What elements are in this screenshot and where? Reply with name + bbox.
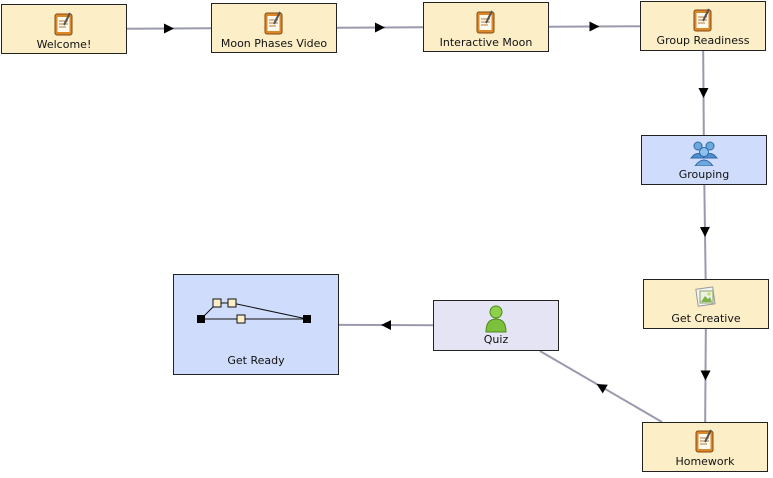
person-icon [485,305,507,333]
node-interactive-moon-label: Interactive Moon [439,36,533,49]
node-grouping-label: Grouping [678,168,730,181]
arrowhead-welcome-to-moon-video [163,23,174,34]
node-moon-phases-video-label: Moon Phases Video [220,37,328,50]
node-quiz[interactable]: Quiz [433,300,559,351]
node-welcome-label: Welcome! [36,38,92,51]
node-group-readiness[interactable]: Group Readiness [640,1,766,51]
notepad-icon [476,10,495,34]
notepad-icon [54,12,73,36]
picture-icon [695,286,716,307]
arrowhead-group-readiness-to-grouping [698,87,709,98]
notepad-icon [695,429,714,453]
arrowhead-homework-to-quiz [596,383,608,394]
arrowhead-moon-video-to-interactive-moon [374,22,385,33]
node-homework-label: Homework [675,455,735,468]
node-homework[interactable]: Homework [642,422,768,472]
node-get-ready-label: Get Ready [227,354,285,367]
node-group-readiness-label: Group Readiness [656,34,750,47]
node-get-creative[interactable]: Get Creative [643,279,769,329]
notepad-icon [693,8,712,32]
people-icon [689,141,719,166]
branch-diagram-icon [197,298,311,324]
arrowhead-quiz-to-get-ready [381,320,392,331]
arrowhead-get-creative-to-homework [700,370,711,381]
arrowhead-interactive-moon-to-group-readiness [589,21,600,32]
node-get-creative-label: Get Creative [671,312,741,325]
arrowhead-grouping-to-get-creative [699,226,710,237]
node-grouping[interactable]: Grouping [641,135,767,185]
node-get-ready[interactable]: Get Ready [173,274,339,375]
node-moon-phases-video[interactable]: Moon Phases Video [211,3,337,53]
node-welcome[interactable]: Welcome! [1,4,127,54]
node-interactive-moon[interactable]: Interactive Moon [423,2,549,52]
notepad-icon [264,11,283,35]
node-quiz-label: Quiz [483,333,509,346]
